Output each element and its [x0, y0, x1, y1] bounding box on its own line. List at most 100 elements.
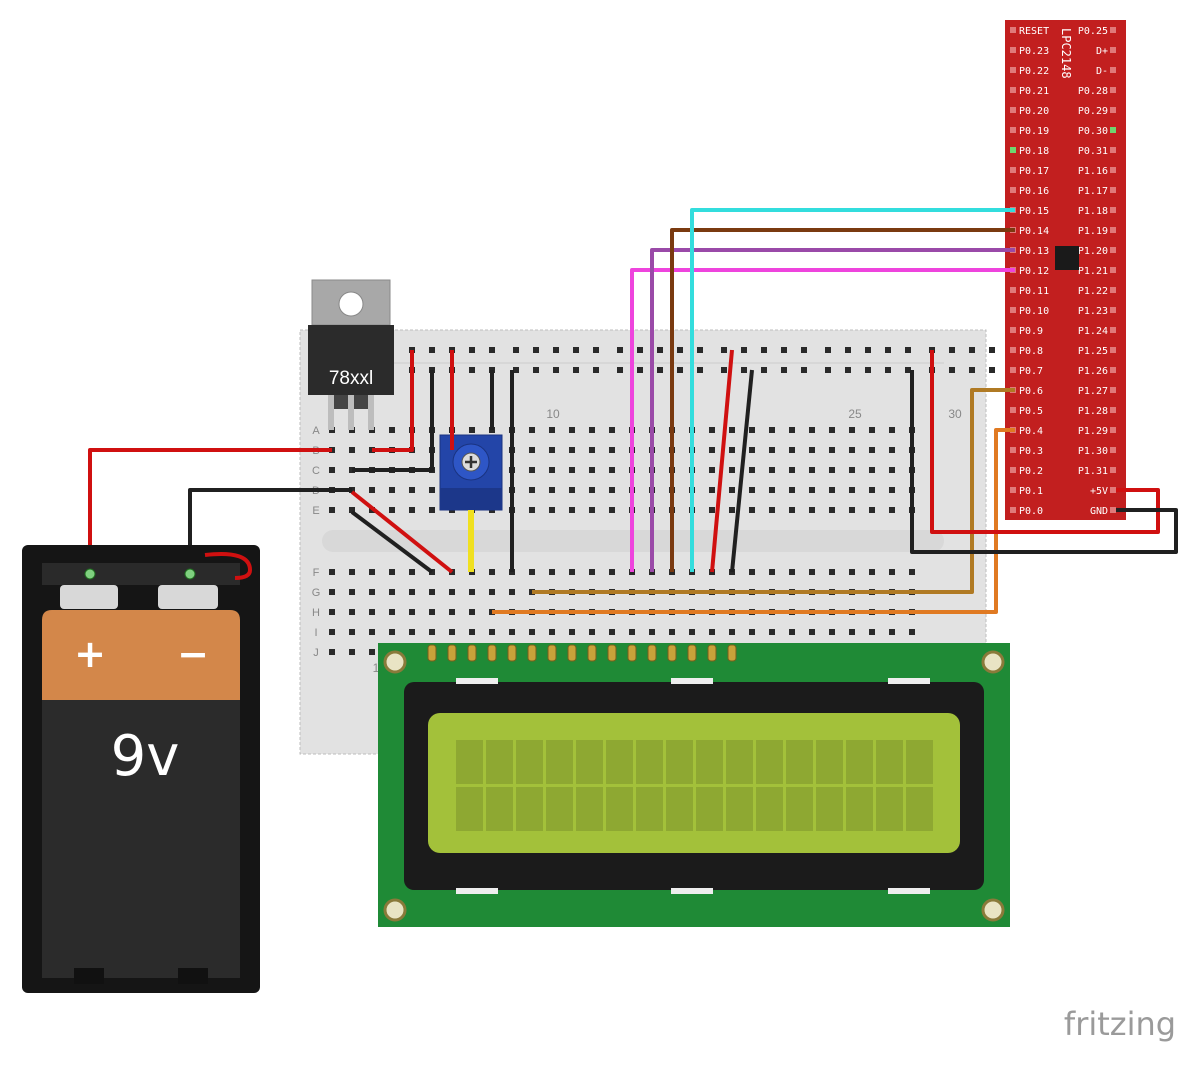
battery-copper-cap [42, 610, 240, 700]
power-rail-hole [741, 367, 747, 373]
bezel-clip [888, 888, 930, 894]
board-pin-label-right: P0.28 [1078, 86, 1108, 97]
board-pin-label-left: P0.12 [1019, 266, 1049, 277]
power-rail-hole [865, 367, 871, 373]
board-pin-label-right: P1.21 [1078, 266, 1108, 277]
lcd-character-cell [516, 787, 543, 831]
board-pin-label-left: P0.20 [1019, 106, 1049, 117]
breadboard-hole [429, 487, 435, 493]
board-pin-pad [1110, 267, 1116, 273]
lcd-character-cell [486, 787, 513, 831]
board-pin-label-right: D+ [1096, 46, 1108, 57]
power-rail-hole [905, 367, 911, 373]
board-pin-label-right: +5V [1090, 486, 1108, 497]
battery-plus-label: + [74, 632, 106, 676]
breadboard-hole [869, 569, 875, 575]
power-rail-hole [989, 367, 995, 373]
lcd-mount-hole [981, 650, 1005, 674]
breadboard-hole [709, 507, 715, 513]
lcd-header-pin [527, 644, 537, 662]
board-pin-pad [1010, 307, 1016, 313]
power-rail-hole [741, 347, 747, 353]
board-pin-label-left: P0.1 [1019, 486, 1043, 497]
wires [88, 208, 1178, 614]
breadboard-hole [749, 487, 755, 493]
breadboard-hole [329, 609, 335, 615]
breadboard-hole [849, 467, 855, 473]
bezel-clip [671, 678, 713, 684]
board-pin-label-left: P0.3 [1019, 446, 1043, 457]
board-pin-pad [1110, 47, 1116, 53]
power-rail-hole [657, 367, 663, 373]
wire-board-gnd [910, 370, 1178, 554]
power-rail-hole [781, 347, 787, 353]
breadboard-hole [529, 447, 535, 453]
breadboard-hole [789, 507, 795, 513]
board-pin-label-right: P1.17 [1078, 186, 1108, 197]
power-rail-hole [489, 347, 495, 353]
breadboard-hole [549, 447, 555, 453]
lcd-header-pin [467, 644, 477, 662]
lcd-character-cells [456, 740, 933, 831]
breadboard-hole [609, 507, 615, 513]
breadboard-hole [509, 589, 515, 595]
breadboard-hole [409, 569, 415, 575]
board-pin-pad [1010, 127, 1016, 133]
board-pin-label-left: P0.6 [1019, 386, 1043, 397]
breadboard-hole [789, 569, 795, 575]
breadboard-hole [389, 589, 395, 595]
power-rail-hole [553, 347, 559, 353]
board-pin-pad [1110, 227, 1116, 233]
board-pin-pad [1010, 187, 1016, 193]
breadboard-hole [589, 447, 595, 453]
breadboard-hole [789, 629, 795, 635]
breadboard-hole [709, 427, 715, 433]
breadboard-hole [569, 507, 575, 513]
breadboard-hole [369, 569, 375, 575]
breadboard-hole [869, 629, 875, 635]
breadboard-hole [849, 427, 855, 433]
board-pin-label-left: P0.10 [1019, 306, 1049, 317]
column-number: 25 [848, 407, 862, 421]
board-pin-pad [1010, 287, 1016, 293]
row-letter: C [312, 465, 320, 477]
wire-p0-4 [492, 428, 1015, 614]
breadboard-hole [349, 609, 355, 615]
breadboard-hole [589, 427, 595, 433]
board-pin-pad [1110, 387, 1116, 393]
lcd-character-cell [906, 740, 933, 784]
breadboard-hole [889, 487, 895, 493]
board-pin-pad [1010, 27, 1016, 33]
breadboard-hole [529, 629, 535, 635]
wire-battery-positive [88, 448, 332, 575]
row-letter: E [312, 505, 319, 517]
board-pin-pad [1110, 127, 1116, 133]
breadboard-hole [609, 447, 615, 453]
breadboard-hole [749, 507, 755, 513]
breadboard-hole [789, 487, 795, 493]
lcd-16x2-module [378, 643, 1010, 927]
power-rail-hole [533, 347, 539, 353]
lcd-character-cell [726, 740, 753, 784]
lcd-character-cell [696, 787, 723, 831]
board-pin-label-right: P1.18 [1078, 206, 1108, 217]
breadboard-hole [469, 589, 475, 595]
breadboard-hole [609, 487, 615, 493]
board-pin-label-right: P1.26 [1078, 366, 1108, 377]
lcd-mount-hole [981, 898, 1005, 922]
breadboard-hole [709, 447, 715, 453]
breadboard-hole [409, 507, 415, 513]
board-pin-label-right: P1.31 [1078, 466, 1108, 477]
breadboard-hole [349, 447, 355, 453]
lcd-header-pins [427, 644, 737, 662]
power-rail-hole [969, 347, 975, 353]
board-pin-pad [1010, 87, 1016, 93]
breadboard-hole [409, 609, 415, 615]
lcd-character-cell [456, 740, 483, 784]
lcd-header-pin [687, 644, 697, 662]
board-pin-pad [1110, 167, 1116, 173]
breadboard-hole [529, 569, 535, 575]
breadboard-hole [729, 447, 735, 453]
breadboard-hole [429, 507, 435, 513]
breadboard-hole [549, 467, 555, 473]
